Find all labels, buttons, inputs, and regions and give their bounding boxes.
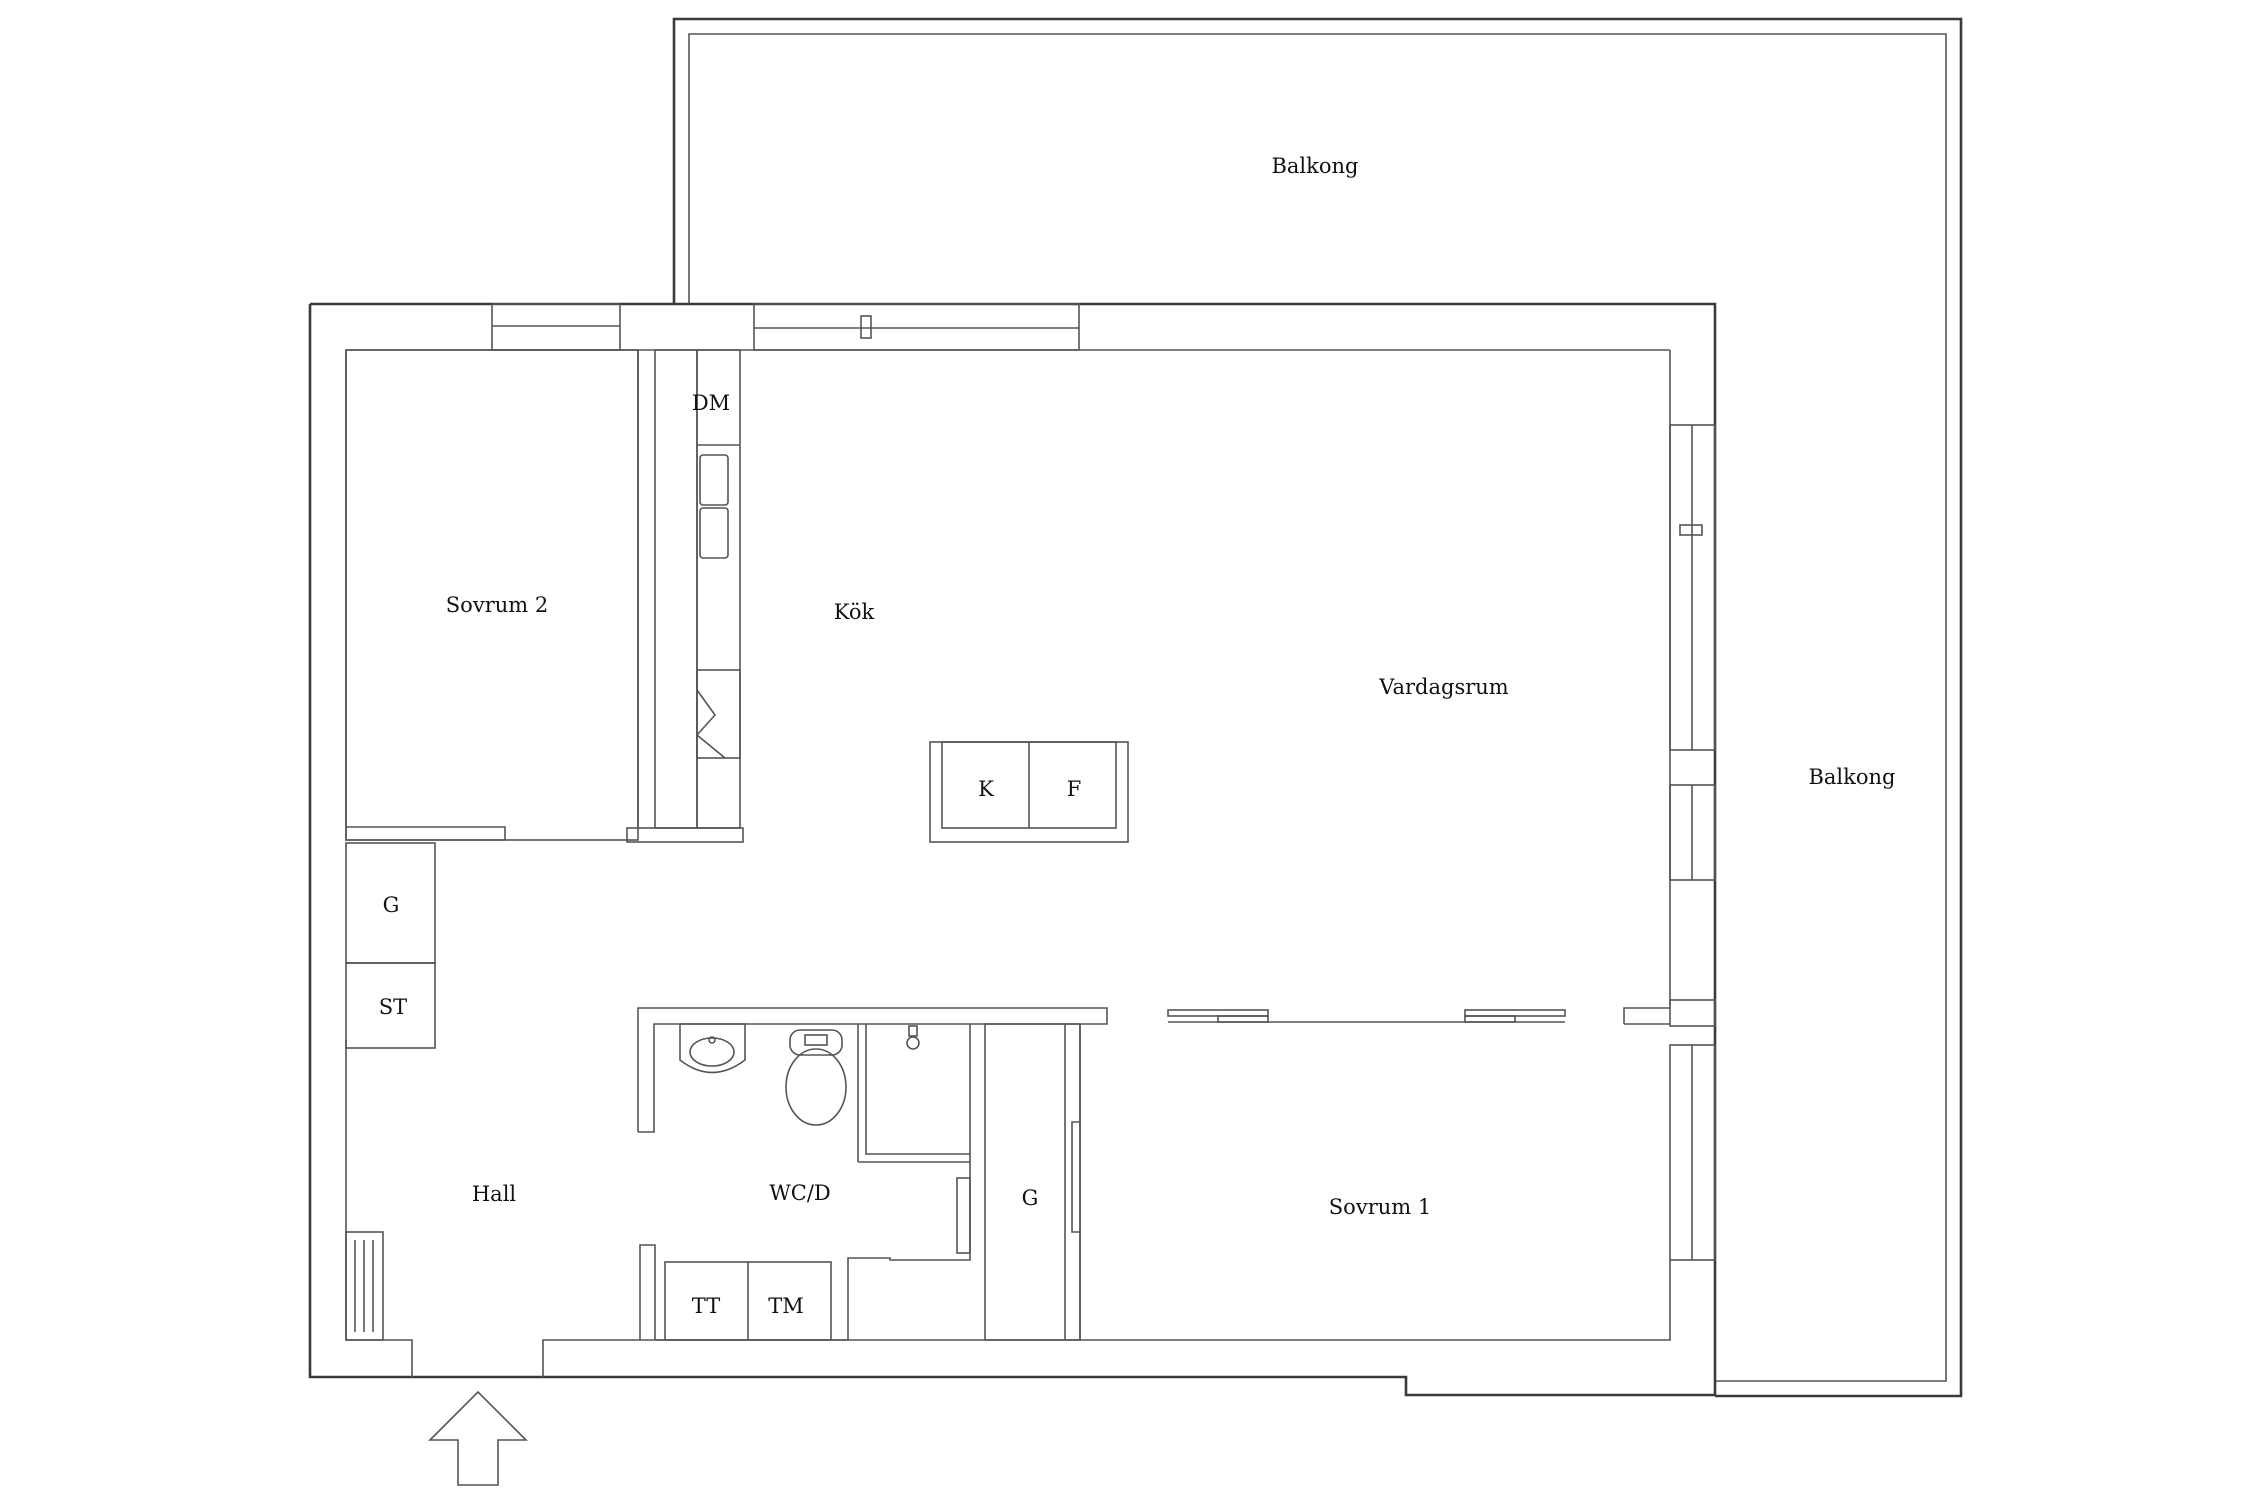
sovrum2-walls <box>345 349 639 841</box>
room-label-sovrum2: Sovrum 2 <box>446 593 548 617</box>
toilet-icon <box>785 1029 847 1126</box>
windows <box>491 303 1716 1261</box>
hall-wardrobes <box>345 842 436 1049</box>
kitchen-island <box>929 741 1129 843</box>
room-label-vardagsrum: Vardagsrum <box>1378 675 1509 699</box>
room-label-sovrum1: Sovrum 1 <box>1329 1195 1431 1219</box>
fixture-label-f: F <box>1067 777 1082 801</box>
entrance-arrow-icon <box>428 1390 528 1486</box>
balcony <box>672 17 1963 1398</box>
sink-icon <box>679 1023 746 1074</box>
fixture-label-st: ST <box>379 995 407 1019</box>
room-label-kok: Kök <box>834 600 875 624</box>
sovrum1-wardrobe <box>984 1023 1081 1341</box>
fixture-label-tm: TM <box>768 1294 804 1318</box>
fixture-label-k: K <box>978 777 994 801</box>
fixture-label-tt: TT <box>692 1294 720 1318</box>
room-label-balkong-top: Balkong <box>1271 154 1358 178</box>
fixture-label-dm: DM <box>692 391 730 415</box>
hall-radiator <box>345 1231 384 1341</box>
outer-walls <box>308 302 1717 1397</box>
bathroom-walls <box>637 1007 1108 1341</box>
fixture-label-g-hall: G <box>383 893 400 917</box>
fixture-label-g-sovrum1: G <box>1022 1186 1039 1210</box>
shower-icon <box>906 1025 920 1050</box>
room-label-wcd: WC/D <box>769 1181 831 1205</box>
kitchen-counter <box>626 349 744 843</box>
room-label-balkong-right: Balkong <box>1808 765 1895 789</box>
room-label-hall: Hall <box>472 1182 517 1206</box>
sovrum1-walls <box>1079 1007 1670 1340</box>
